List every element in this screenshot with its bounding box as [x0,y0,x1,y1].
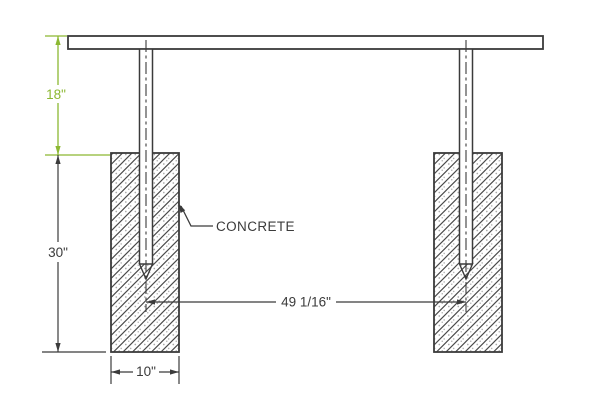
concrete-leader-arrow-icon [178,203,186,213]
right-post [458,40,474,312]
left-post [138,40,154,312]
dim-49-arrow-right-icon [457,299,466,305]
dim-18-label: 18" [46,87,66,102]
concrete-callout: CONCRETE [178,203,295,234]
dimension-10: 10" [110,356,180,384]
concrete-leader-line [180,205,213,227]
concrete-label: CONCRETE [216,219,295,234]
dimension-18: 18" [45,35,110,156]
dim-10-label: 10" [136,364,156,379]
right-post-walls [458,49,474,264]
dim-10-arrow-left-icon [111,369,120,375]
dimension-30: 30" [42,155,106,353]
dim-18-arrow-up-icon [55,36,61,45]
left-post-walls [138,49,154,264]
dim-49-arrow-left-icon [146,299,155,305]
dim-30-arrow-up-icon [55,155,61,164]
dim-18-arrow-down-icon [55,146,61,155]
dim-30-label: 30" [48,245,68,260]
dim-10-arrow-right-icon [170,369,179,375]
top-rail [67,35,544,50]
dimension-49: 49 1/16" [146,295,466,310]
dim-30-arrow-down-icon [55,343,61,352]
dim-49-label: 49 1/16" [281,295,331,310]
